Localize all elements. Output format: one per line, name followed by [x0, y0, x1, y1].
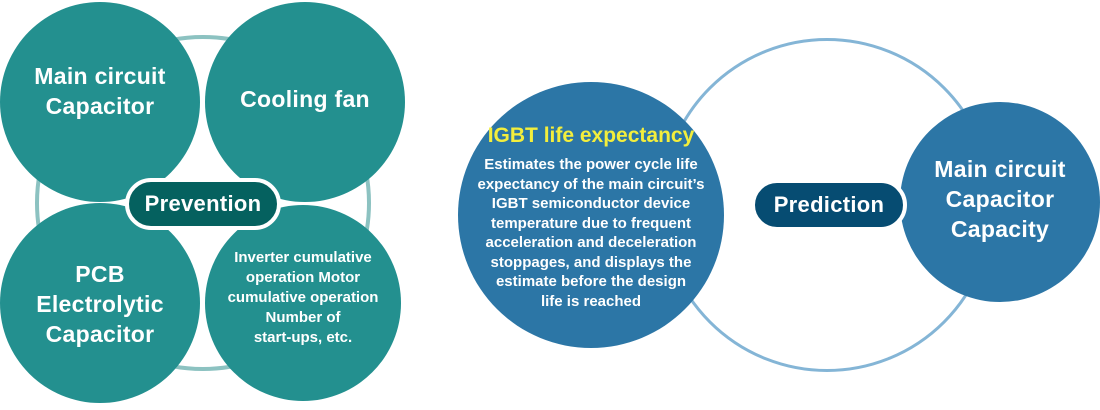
prevention-ring: [35, 35, 371, 371]
igbt-description-line: stoppages, and displays the: [490, 253, 692, 271]
igbt-description-line: IGBT semiconductor device: [491, 195, 691, 212]
igbt-life-expectancy-circle: IGBT life expectancy Estimates the power…: [458, 82, 724, 348]
prediction-label: Prediction: [773, 192, 885, 217]
prevention-label: Prevention: [144, 191, 262, 216]
prevention-pill: Prevention: [125, 178, 281, 230]
prediction-pill: Prediction: [751, 179, 907, 231]
circle-label-line: Main circuit: [934, 156, 1066, 182]
igbt-description-line: temperature due to frequent: [490, 214, 692, 232]
igbt-description-line: acceleration and deceleration: [485, 234, 697, 251]
circle-label-line: operation Motor: [245, 269, 361, 286]
circle-label-line: Inverter cumulative: [234, 249, 372, 266]
capacitor-capacity-circle: Main circuit Capacitor Capacity: [900, 102, 1100, 302]
circle-label-line: Capacitor: [45, 93, 155, 119]
igbt-description-line: estimate before the design: [495, 273, 687, 290]
igbt-description: Estimates the power cycle life expectanc…: [477, 155, 704, 311]
circle-label-line: Main circuit: [34, 63, 166, 89]
circle-label-line: cumulative operation: [227, 289, 379, 306]
igbt-description-line: Estimates the power cycle life: [484, 156, 698, 173]
main-circuit-capacitor-circle: Main circuit Capacitor: [0, 2, 200, 202]
circle-label-line: Capacity: [950, 216, 1050, 242]
pcb-electrolytic-capacitor-circle: PCB Electrolytic Capacitor: [0, 203, 200, 403]
cooling-fan-circle: Cooling fan: [205, 2, 405, 202]
cumulative-operation-circle: Inverter cumulative operation Motor cumu…: [205, 205, 401, 401]
circle-label-line: Cooling fan: [240, 86, 370, 112]
circle-label-line: Number of: [265, 309, 341, 326]
circle-label-line: PCB: [75, 261, 125, 287]
circle-label-line: start-ups, etc.: [253, 329, 353, 346]
circle-label-line: Capacitor: [945, 186, 1055, 212]
igbt-title: IGBT life expectancy: [487, 124, 695, 147]
igbt-description-line: life is reached: [540, 292, 642, 310]
circle-label-line: Electrolytic: [36, 291, 164, 317]
circle-label-line: Capacitor: [45, 321, 155, 347]
igbt-description-line: expectancy of the main circuit’s: [477, 175, 705, 193]
